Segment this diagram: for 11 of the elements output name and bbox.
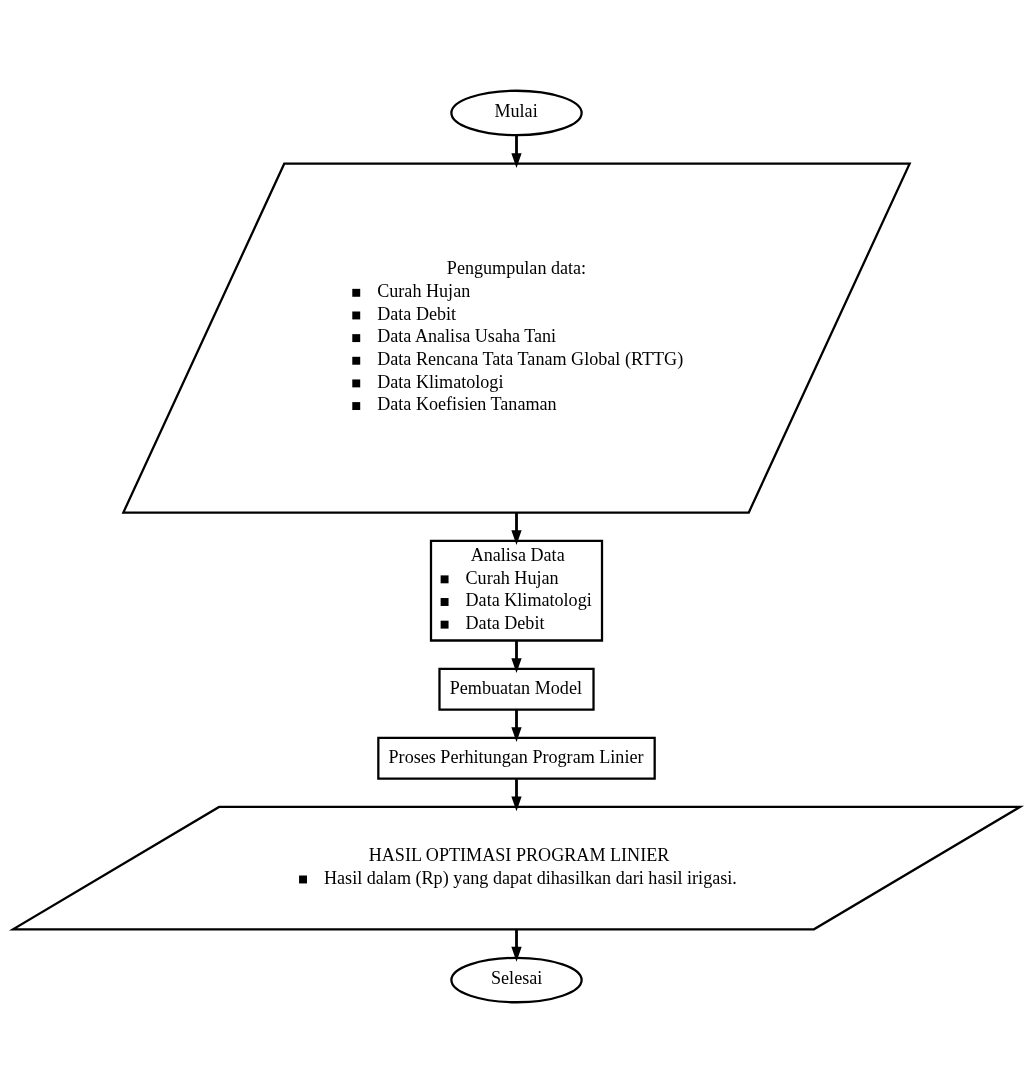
node-box: Analisa Data Curah Hujan Data Klimatologi Data Debit — [429, 539, 604, 642]
arrow — [511, 778, 522, 811]
node-ellipse: Selesai — [450, 956, 583, 1003]
arrow — [511, 640, 522, 673]
arrow — [511, 929, 522, 962]
arrow — [511, 134, 522, 168]
arrow — [511, 709, 522, 742]
node-box: Pembuatan Model — [438, 667, 595, 711]
node-box: Proses Perhitungan Program Linier — [377, 736, 656, 780]
node-ellipse: Mulai — [450, 89, 583, 136]
arrow — [511, 512, 522, 545]
